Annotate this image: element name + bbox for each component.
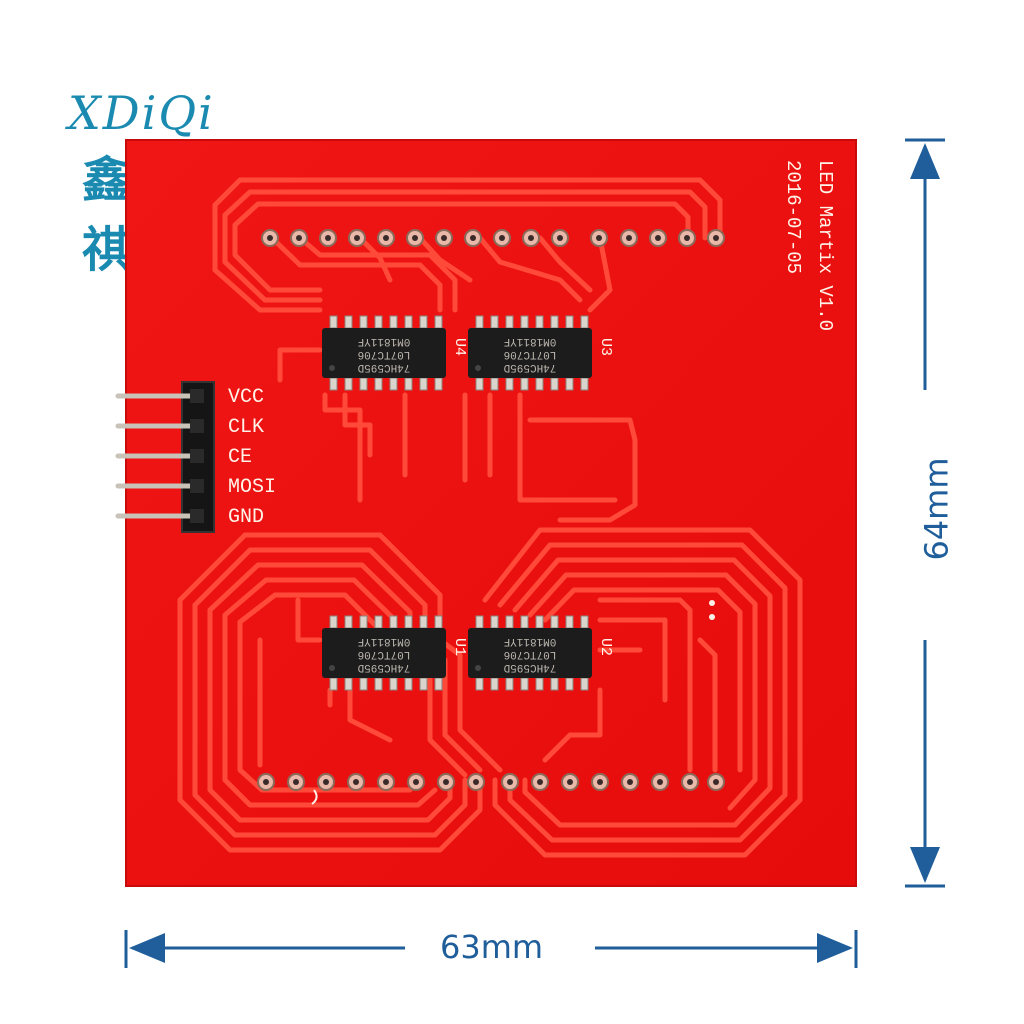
- board-date-silkscreen: 2016-07-05: [782, 160, 804, 274]
- chip-marking: 0M1811YF: [358, 635, 411, 647]
- chip-ref-label: U3: [597, 338, 614, 356]
- top-header-pins: [261, 229, 725, 247]
- pin-label-mosi: MOSI: [228, 476, 276, 499]
- chip-marking: L07TC706: [504, 648, 557, 660]
- height-dimension-label: 64mm: [917, 457, 956, 561]
- width-dimension-label: 63mm: [440, 928, 544, 966]
- pin-label-vcc: VCC: [228, 386, 264, 409]
- chip-marking: 0M1811YF: [504, 335, 557, 347]
- board-title-silkscreen: LED Martix V1.0: [814, 160, 836, 331]
- silkscreen-marks: [311, 600, 715, 805]
- pin-header: [115, 381, 215, 533]
- pcb-traces: [177, 177, 803, 858]
- chip-marking: L07TC706: [358, 348, 411, 360]
- chip-marking: 0M1811YF: [504, 635, 557, 647]
- chip-marking: 74HC595D: [357, 361, 410, 373]
- bottom-header-pins: [257, 773, 725, 791]
- chip-ref-label: U2: [597, 638, 614, 656]
- chip-marking: L07TC706: [358, 648, 411, 660]
- brand-name-en: XDiQi: [68, 86, 215, 140]
- chip-marking: 74HC595D: [503, 361, 556, 373]
- dimension-lines: [124, 138, 945, 968]
- pin-label-gnd: GND: [228, 506, 264, 529]
- chip-marking: 0M1811YF: [358, 335, 411, 347]
- chip-marking: L07TC706: [504, 348, 557, 360]
- chip-ref-label: U1: [451, 638, 468, 656]
- chip-marking: 74HC595D: [357, 661, 410, 673]
- pin-label-clk: CLK: [228, 416, 264, 439]
- chip-ref-label: U4: [451, 338, 468, 356]
- chip-marking: 74HC595D: [503, 661, 556, 673]
- pin-label-ce: CE: [228, 446, 252, 469]
